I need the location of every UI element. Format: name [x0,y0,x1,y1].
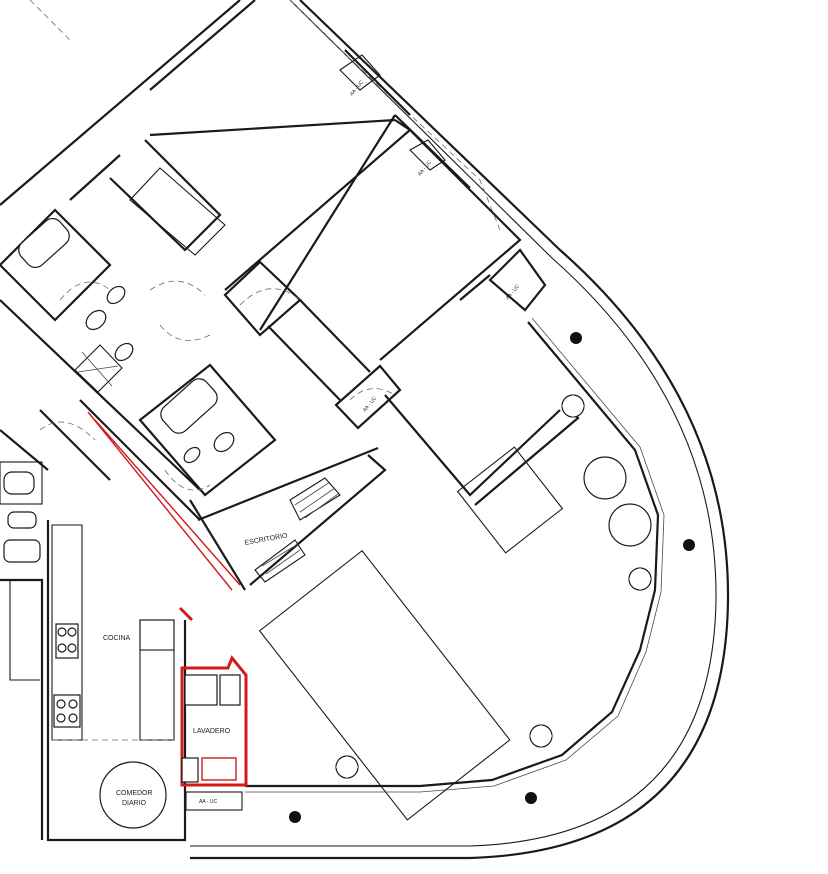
kitchen-counter [139,619,175,741]
room-label-diario: DIARIO [122,800,147,807]
room-label-lavadero: LAVADERO [193,728,231,735]
living-furniture [258,446,652,821]
bathtub-icon [3,471,35,495]
room-label-comedor: COMEDOR [116,790,153,797]
sink-icon [7,511,37,529]
kitchen [46,520,187,842]
bathroom-lower [138,363,277,497]
tag-aa-uc: AA - UC [199,799,217,805]
planter-circle [583,456,627,500]
columns [289,332,695,823]
facade-glazing [245,317,665,793]
bidet-icon [183,446,201,464]
column-dot [683,539,695,551]
column-dot [570,332,582,344]
terrace-outer-edge [190,0,730,860]
bathroom-left [0,461,44,840]
planter-circle [608,503,652,547]
laundry-sink-icon [201,757,237,781]
washer-icon [184,674,218,706]
bathtub-icon [18,217,70,269]
stove-icon [53,694,81,728]
bathroom-upper [0,208,134,393]
dining-table-icon [99,761,167,829]
laundry-red-outline [87,411,248,811]
column-cross-marker [335,755,359,779]
building-walls [0,0,580,591]
side-table [456,446,564,554]
toilet-icon [213,431,235,453]
column-cross-marker [561,394,585,418]
toilet-icon [3,539,41,563]
bidet-icon [106,285,126,305]
room-label-cocina: COCINA [103,635,131,642]
bathtub-icon [160,378,218,434]
study-details [254,477,341,583]
toilet-icon [85,309,107,331]
column-dot [289,811,301,823]
room-label-escritorio: ESCRITORIO [244,532,289,547]
ac-unit-box [185,791,243,811]
dryer-icon [219,674,241,706]
tag-aa-uc-rotated: AA - UC [417,159,433,177]
column-cross-marker [529,724,553,748]
column-cross-marker [628,567,652,591]
sofa-rug [258,549,511,821]
column-dot [525,792,537,804]
bedroom-details [29,0,501,441]
sink-icon [114,342,134,362]
